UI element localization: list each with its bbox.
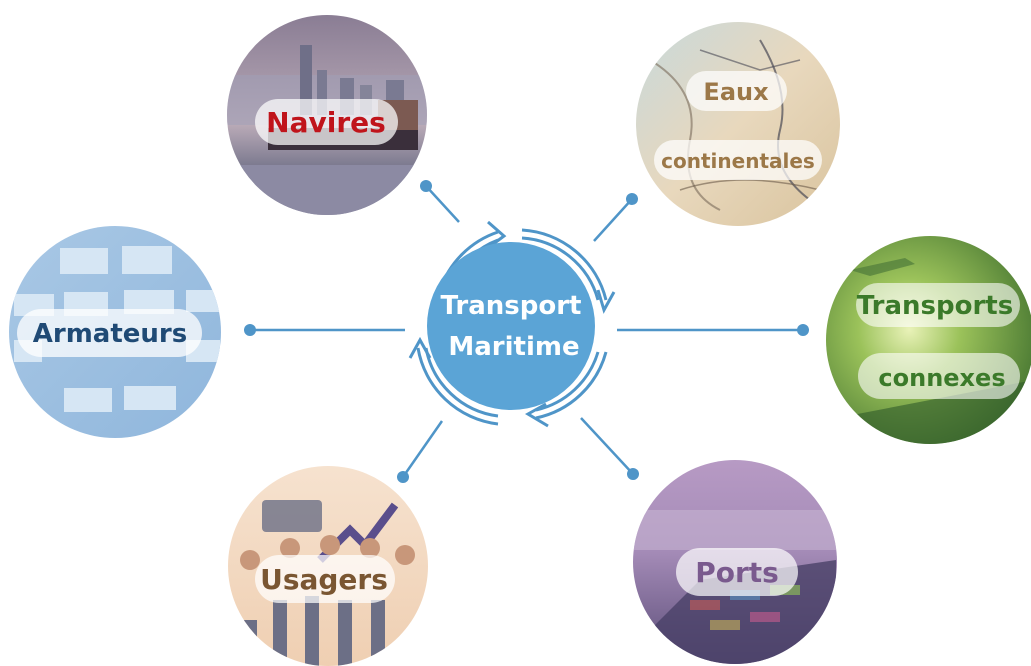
connector-dot-transports — [797, 324, 809, 336]
node-usagers: Usagers — [228, 466, 428, 666]
label-navires: Navires — [266, 106, 386, 139]
connectors — [244, 180, 809, 483]
node-ports: Ports — [633, 460, 837, 664]
label-pill-transports — [856, 283, 1020, 327]
connector-dot-armateurs — [244, 324, 256, 336]
connector-navires — [425, 185, 460, 223]
connector-dot-ports — [627, 468, 639, 480]
label-transports-line1: Transports — [857, 291, 1013, 321]
node-armateurs: Armateurs — [9, 226, 221, 438]
center-hub: Transport Maritime — [408, 220, 616, 428]
connector-dot-navires — [420, 180, 432, 192]
label-armateurs: Armateurs — [33, 319, 187, 349]
label-pill-eaux — [686, 71, 787, 111]
center-circle — [427, 242, 595, 410]
label-eaux-line2: continentales — [661, 149, 815, 173]
label-pill-connexes — [858, 353, 1020, 399]
connector-ports — [580, 417, 634, 475]
cycle-arrows — [408, 220, 616, 428]
center-title-line1: Transport — [441, 291, 582, 321]
label-transports-line2: connexes — [878, 364, 1005, 392]
label-ports: Ports — [695, 556, 779, 589]
label-eaux-line1: Eaux — [703, 78, 769, 106]
connector-dot-usagers — [397, 471, 409, 483]
node-navires: Navires — [227, 15, 427, 215]
connector-usagers — [401, 420, 444, 478]
connector-eaux — [593, 198, 633, 242]
connector-dot-eaux — [626, 193, 638, 205]
label-pill-usagers — [255, 555, 395, 603]
node-eaux-continentales: Eaux continentales — [636, 22, 840, 226]
label-pill-armateurs — [17, 309, 202, 357]
center-title-line2: Maritime — [448, 332, 579, 362]
label-pill-navires — [255, 99, 398, 145]
label-pill-ports — [676, 548, 798, 596]
label-pill-continentales — [654, 140, 822, 180]
label-usagers: Usagers — [260, 563, 388, 596]
node-transports-connexes: Transports connexes — [826, 236, 1031, 444]
